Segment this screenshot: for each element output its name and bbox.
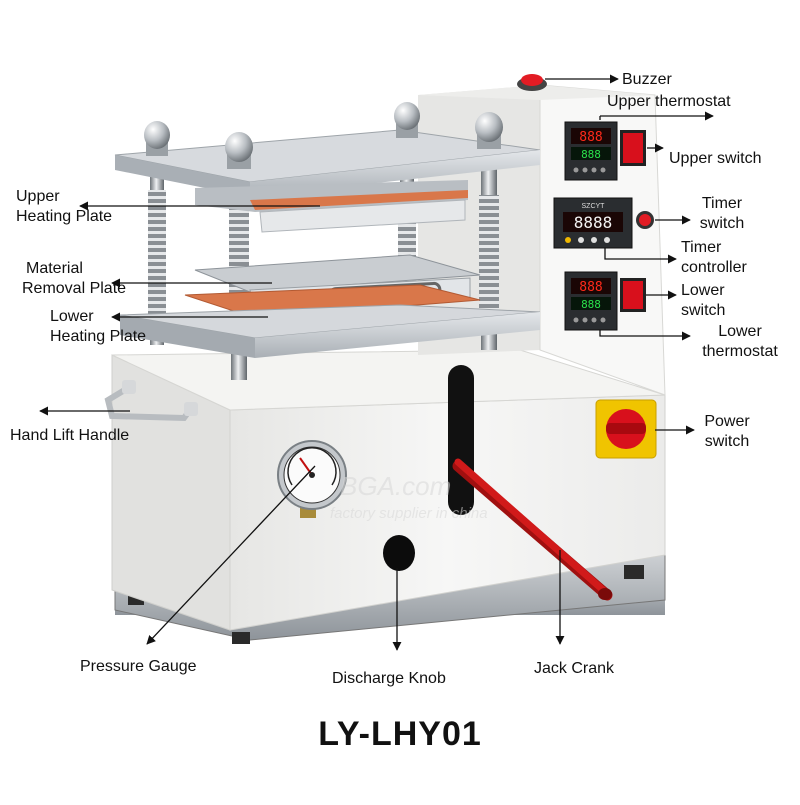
label-jack-crank: Jack Crank [534,660,615,677]
watermark-subtext: factory supplier in china [330,505,488,522]
timer-switch[interactable] [636,211,654,229]
label-material-removal-plate: Material Removal Plate [22,259,142,299]
acorn-nuts [144,102,503,169]
svg-text:888: 888 [581,148,601,161]
label-material-removal-plate-line1: Material [26,260,83,277]
upper-switch[interactable] [620,130,646,166]
label-upper-switch: Upper switch [669,150,762,167]
svg-text:888: 888 [579,280,602,295]
lower-heating-plate [119,284,541,358]
label-lower-heating-plate-line1: Lower [50,308,94,325]
upper-heating-plate [195,180,468,233]
label-upper-heating-plate-line1: Upper [16,188,60,205]
callout-arrows [39,74,714,651]
watermark-text: BGA.com [340,471,451,501]
timer-controller[interactable]: SZCYT 8888 [553,197,633,249]
hand-lift-handle[interactable] [104,380,198,422]
label-timer-controller: Timer controller [681,238,747,278]
label-lower-switch-line2: switch [681,302,726,319]
front-slot [448,365,474,515]
label-power-switch-line2: switch [704,433,750,450]
svg-text:8888: 8888 [574,213,613,232]
label-timer-switch-line2: switch [699,215,745,232]
label-timer-controller-line2: controller [681,259,747,276]
label-power-switch: Power switch [695,412,759,452]
label-lower-thermostat-line2: thermostat [702,343,778,360]
label-lower-switch: Lower switch [681,281,725,321]
label-pressure-gauge: Pressure Gauge [80,658,197,675]
label-upper-thermostat: Upper thermostat [607,93,731,110]
svg-text:888: 888 [581,298,601,311]
label-lower-heating-plate-line2: Heating Plate [50,328,147,345]
label-lower-switch-line1: Lower [681,282,725,299]
label-upper-heating-plate-line2: Heating Plate [16,208,113,225]
lower-switch[interactable] [620,278,646,312]
timer-brand-label: SZCYT [582,203,606,210]
label-timer-controller-line1: Timer [681,239,722,256]
label-upper-heating-plate: Upper Heating Plate [16,187,112,227]
jack-crank[interactable] [452,458,613,601]
buzzer [517,74,547,91]
top-plate [114,129,541,197]
label-lower-heating-plate: Lower Heating Plate [50,307,146,347]
upper-thermostat[interactable]: 888 888 [564,121,618,181]
svg-text:888: 888 [579,130,602,145]
label-material-removal-plate-line2: Removal Plate [22,280,127,297]
label-lower-thermostat: Lower thermostat [690,322,790,362]
label-discharge-knob: Discharge Knob [332,670,446,687]
watermark: BGA.com factory supplier in china [330,471,488,522]
lower-thermostat[interactable]: 888 888 [564,271,618,331]
label-power-switch-line1: Power [704,413,750,430]
label-hand-lift-handle: Hand Lift Handle [10,427,130,444]
power-switch[interactable] [595,399,657,459]
model-title: LY-LHY01 [318,715,482,753]
discharge-knob[interactable] [383,535,415,571]
label-timer-switch-line1: Timer [701,195,743,212]
label-timer-switch: Timer switch [690,194,754,234]
label-lower-thermostat-line1: Lower [718,323,762,340]
label-buzzer: Buzzer [622,71,672,88]
